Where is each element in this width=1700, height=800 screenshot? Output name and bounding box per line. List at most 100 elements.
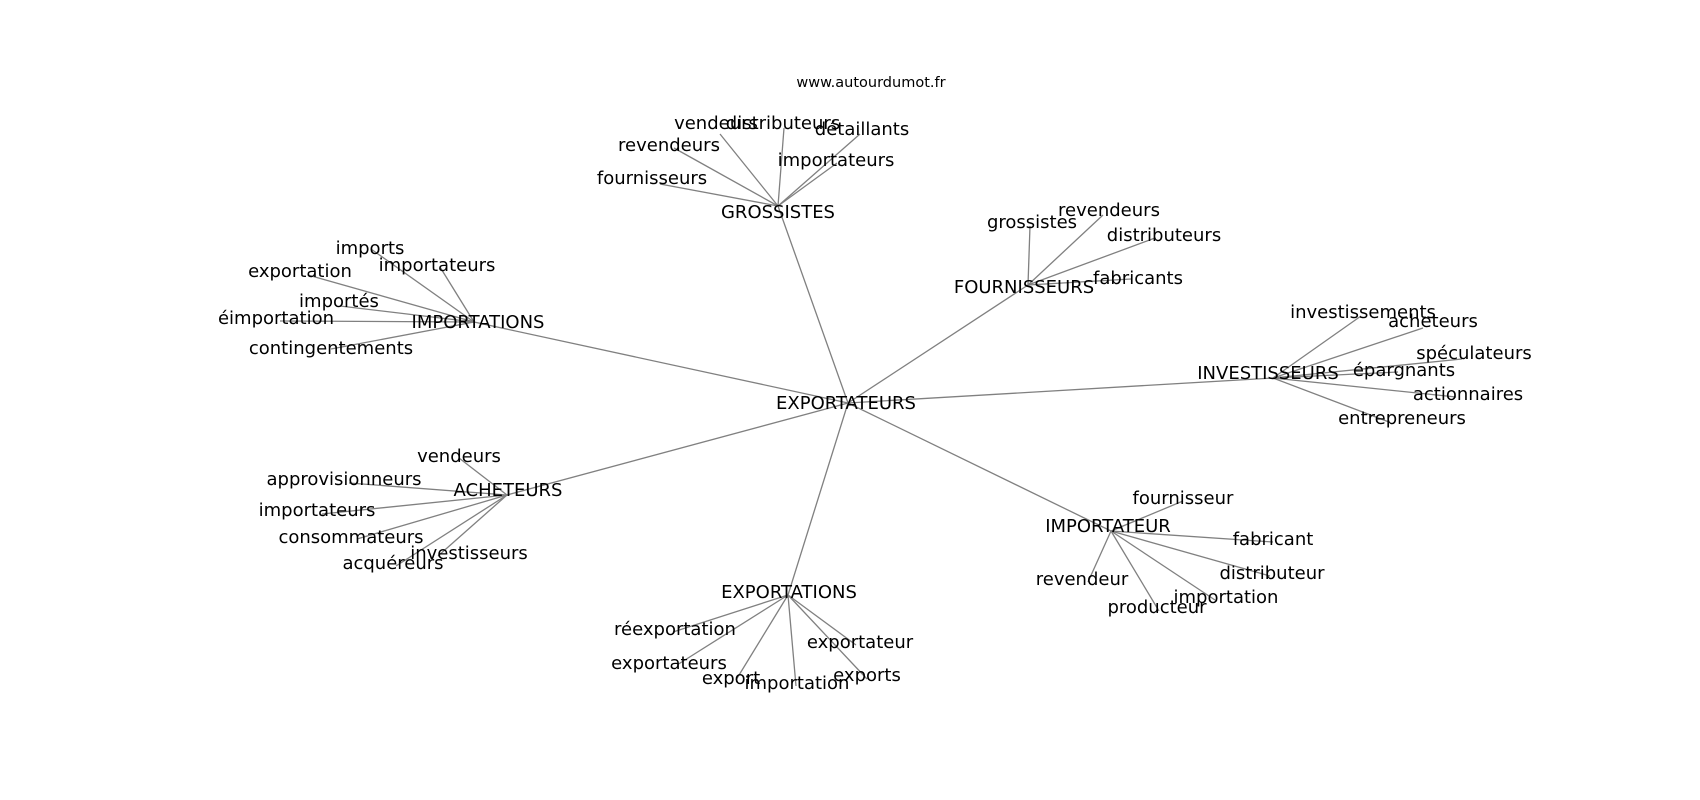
leaf-edge	[1087, 530, 1112, 583]
leaf-edge	[1272, 358, 1463, 379]
leaf-edge	[1027, 278, 1132, 286]
leaf-edge	[735, 594, 789, 681]
leaf-edge	[370, 248, 475, 323]
leaf-edge	[1027, 225, 1031, 286]
cluster-exportations: EXPORTATIONS réexportation exportateur e…	[611, 582, 914, 694]
site-url-label[interactable]: www.autourdumot.fr	[796, 75, 945, 91]
leaf-edge	[1272, 371, 1399, 379]
leaf-edge	[321, 494, 508, 515]
leaf-edge	[1110, 530, 1160, 612]
leaf-edge	[1272, 377, 1457, 398]
cluster-grossistes: GROSSISTES vendeurs distributeurs détail…	[597, 113, 909, 223]
graph-edges	[279, 127, 1463, 687]
leaf-edge	[1110, 530, 1271, 577]
leaf-node-label[interactable]: revendeurs	[1058, 200, 1160, 221]
leaf-node-label[interactable]: importation	[745, 673, 850, 694]
cluster-node-label[interactable]: IMPORTATIONS	[412, 312, 545, 333]
leaf-node-label[interactable]: réexportation	[614, 619, 736, 640]
leaf-edge	[1272, 315, 1362, 379]
leaf-node-label[interactable]: investisseurs	[410, 543, 528, 564]
leaf-edge	[356, 494, 508, 540]
center-edge	[777, 205, 849, 404]
cluster-nodes: GROSSISTES vendeurs distributeurs détail…	[218, 113, 1532, 694]
cluster-node-label[interactable]: ACHETEURS	[454, 480, 563, 501]
leaf-edge	[1110, 500, 1184, 532]
leaf-edge	[777, 133, 861, 207]
leaf-edge	[439, 266, 475, 323]
center-edge	[847, 284, 1029, 404]
leaf-node-label[interactable]: acquéreurs	[342, 553, 443, 574]
cluster-node-label[interactable]: GROSSISTES	[721, 202, 835, 223]
leaf-node-label[interactable]: acheteurs	[1388, 311, 1478, 332]
leaf-node-label[interactable]: importation	[1174, 587, 1279, 608]
leaf-edge	[672, 594, 789, 633]
leaf-edge	[1110, 530, 1216, 601]
leaf-edge	[1272, 327, 1424, 379]
cluster-importations: IMPORTATIONS imports exportation importa…	[218, 238, 544, 359]
leaf-node-label[interactable]: approvisionneurs	[266, 469, 421, 490]
center-edge	[847, 402, 1112, 532]
leaf-node-label[interactable]: investissements	[1290, 302, 1436, 323]
leaf-edge	[777, 127, 785, 207]
leaf-node-label[interactable]: entrepreneurs	[1338, 408, 1466, 429]
leaf-node-label[interactable]: éimportation	[218, 308, 334, 329]
leaf-edge	[458, 457, 508, 496]
leaf-node-label[interactable]: actionnaires	[1413, 384, 1523, 405]
cluster-node-label[interactable]: IMPORTATEUR	[1045, 516, 1171, 537]
cluster-acheteurs: ACHETEURS vendeurs approvisionneurs impo…	[259, 446, 563, 574]
cluster-node-label[interactable]: INVESTISSEURS	[1197, 363, 1339, 384]
leaf-node-label[interactable]: épargnants	[1353, 360, 1455, 381]
leaf-edge	[307, 274, 475, 323]
leaf-node-label[interactable]: importateurs	[379, 255, 496, 276]
leaf-node-label[interactable]: distributeurs	[726, 113, 840, 134]
leaf-edge	[787, 594, 868, 680]
leaf-node-label[interactable]: exportateur	[807, 632, 914, 653]
center-edge	[473, 321, 849, 404]
center-node-label[interactable]: EXPORTATEURS	[776, 393, 916, 414]
leaf-node-label[interactable]: exportation	[248, 261, 352, 282]
center-edge	[506, 402, 849, 496]
leaf-edge	[676, 594, 789, 666]
leaf-edge	[777, 162, 838, 207]
leaf-edge	[339, 305, 475, 323]
cluster-importateur: IMPORTATEUR fournisseur fabricant distri…	[1036, 488, 1325, 618]
leaf-edge	[787, 594, 797, 687]
leaf-node-label[interactable]: fournisseur	[1133, 488, 1234, 509]
cluster-fournisseurs: FOURNISSEURS grossistes revendeurs distr…	[954, 200, 1221, 298]
leaf-node-label[interactable]: fabricants	[1093, 268, 1183, 289]
leaf-edge	[659, 183, 779, 207]
leaf-node-label[interactable]: grossistes	[987, 212, 1077, 233]
leaf-node-label[interactable]: revendeurs	[618, 135, 720, 156]
leaf-edge	[395, 494, 508, 567]
leaf-node-label[interactable]: distributeurs	[1107, 225, 1221, 246]
leaf-node-label[interactable]: distributeur	[1219, 563, 1325, 584]
leaf-edge	[1027, 214, 1104, 286]
leaf-node-label[interactable]: exportateurs	[611, 653, 727, 674]
leaf-edge	[673, 147, 779, 207]
leaf-node-label[interactable]: export	[702, 668, 760, 689]
leaf-node-label[interactable]: spéculateurs	[1416, 343, 1532, 364]
leaf-edge	[787, 594, 857, 646]
leaf-node-label[interactable]: vendeurs	[417, 446, 501, 467]
cluster-node-label[interactable]: FOURNISSEURS	[954, 277, 1094, 298]
leaf-edge	[437, 494, 508, 557]
cluster-investisseurs: INVESTISSEURS investissements acheteurs …	[1197, 302, 1532, 429]
leaf-node-label[interactable]: importateurs	[778, 150, 895, 171]
leaf-node-label[interactable]: revendeur	[1036, 569, 1129, 590]
leaf-node-label[interactable]: fabricant	[1233, 529, 1314, 550]
leaf-edge	[719, 133, 779, 207]
leaf-node-label[interactable]: producteur	[1107, 597, 1207, 618]
leaf-node-label[interactable]: fournisseurs	[597, 168, 707, 189]
leaf-node-label[interactable]: consommateurs	[278, 527, 423, 548]
leaf-edge	[1110, 530, 1274, 543]
cluster-node-label[interactable]: EXPORTATIONS	[721, 582, 857, 603]
leaf-node-label[interactable]: importés	[299, 291, 379, 312]
leaf-edge	[279, 320, 475, 323]
leaf-node-label[interactable]: importateurs	[259, 500, 376, 521]
leaf-node-label[interactable]: imports	[336, 238, 405, 259]
leaf-node-label[interactable]: contingentements	[249, 338, 413, 359]
leaf-node-label[interactable]: exports	[833, 665, 901, 686]
leaf-node-label[interactable]: détaillants	[815, 119, 909, 140]
leaf-node-label[interactable]: vendeurs	[674, 113, 758, 134]
